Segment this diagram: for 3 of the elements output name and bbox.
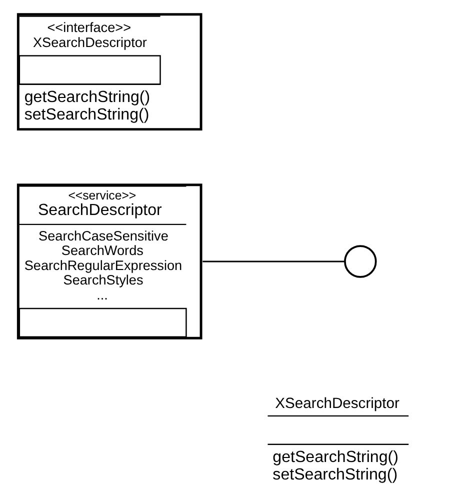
node-text: XSearchDescriptor getSearchString() setSearchString() [272, 396, 399, 484]
node-circle [344, 245, 376, 278]
connector [202, 260, 344, 262]
